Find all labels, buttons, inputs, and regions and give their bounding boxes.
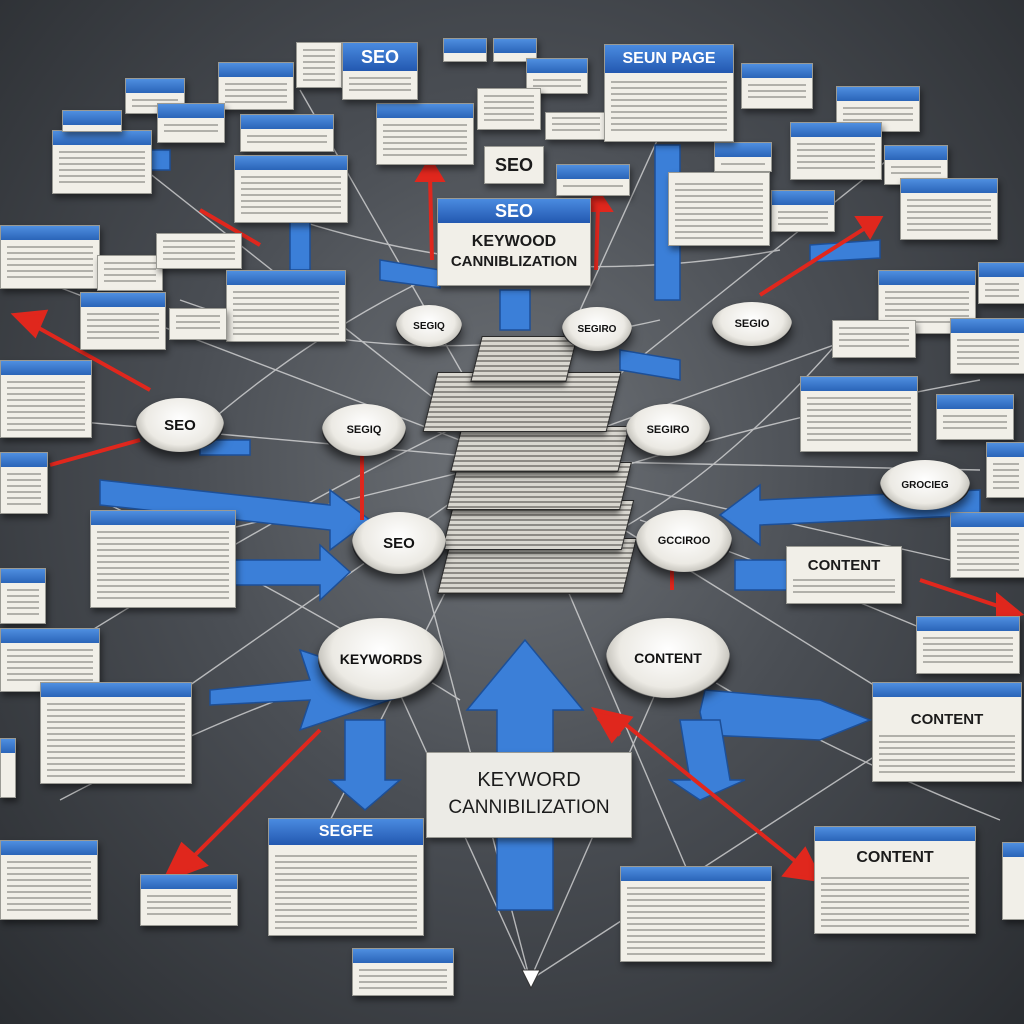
node-c: SEGIO	[712, 302, 792, 346]
document-card	[296, 42, 342, 88]
title-line-2: CANNIBLIZATION	[450, 253, 578, 270]
page-banner-card: SEUN PAGE	[604, 44, 734, 142]
document-card	[668, 172, 770, 246]
document-card	[741, 63, 813, 109]
document-card	[140, 874, 238, 926]
document-card	[950, 318, 1024, 374]
seo-banner: SEO	[343, 43, 417, 71]
content-card: CONTENT	[872, 682, 1022, 782]
document-card	[1002, 842, 1024, 920]
seo-label-card: SEO	[484, 146, 544, 184]
node-seo-left: SEO	[136, 398, 224, 452]
document-card	[950, 512, 1024, 578]
document-card	[226, 270, 346, 342]
document-card	[97, 255, 163, 291]
document-card	[916, 616, 1020, 674]
document-card	[790, 122, 882, 180]
seo-label: SEO	[494, 155, 533, 175]
content-card: CONTENT	[814, 826, 976, 934]
document-card	[832, 320, 916, 358]
paper-stack	[470, 336, 578, 382]
document-card	[0, 628, 100, 692]
document-card	[556, 164, 630, 196]
content-label: CONTENT	[856, 849, 934, 866]
document-card	[545, 112, 607, 140]
document-card	[352, 948, 454, 996]
document-card	[376, 103, 474, 165]
bottom-title-line-2: CANNIBILIZATION	[448, 797, 610, 818]
document-card	[40, 682, 192, 784]
bottom-title-line-1: KEYWORD	[477, 769, 581, 791]
document-card	[477, 88, 541, 130]
document-card	[0, 225, 100, 289]
node-keywords: KEYWORDS	[318, 618, 444, 700]
node-e: SEGIRO	[626, 404, 710, 456]
red-arrows	[10, 156, 1024, 884]
document-card	[156, 233, 242, 269]
paper-stack	[450, 426, 630, 472]
document-card	[90, 510, 236, 608]
document-card	[443, 38, 487, 62]
pointer-icon	[521, 969, 541, 990]
document-card	[80, 292, 166, 350]
document-card	[936, 394, 1014, 440]
document-card	[62, 110, 122, 132]
document-card	[0, 452, 48, 514]
node-content: CONTENT	[606, 618, 730, 698]
node-f: GCCIROO	[636, 510, 732, 572]
document-card	[620, 866, 772, 962]
content-label: CONTENT	[910, 711, 984, 728]
document-card	[714, 142, 772, 172]
seo-card-bottom: SEGFE	[268, 818, 424, 936]
document-card	[0, 738, 16, 798]
document-card	[234, 155, 348, 223]
document-card	[0, 360, 92, 438]
page-banner: SEUN PAGE	[605, 45, 733, 73]
document-card	[52, 130, 152, 194]
document-card	[978, 262, 1024, 304]
title-banner: SEO	[438, 199, 590, 223]
node-a: SEGIQ	[396, 305, 462, 347]
document-card	[800, 376, 918, 452]
seo-card-banner: SEGFE	[269, 819, 423, 845]
document-card	[900, 178, 998, 240]
title-card: SEO KEYWOOD CANNIBLIZATION	[437, 198, 591, 286]
document-card	[878, 270, 976, 334]
node-d: SEGIQ	[322, 404, 406, 456]
document-card	[771, 190, 835, 232]
document-card	[169, 308, 227, 340]
document-card	[218, 62, 294, 110]
document-card	[0, 568, 46, 624]
node-g: GROCIEG	[880, 460, 970, 510]
node-seo-center: SEO	[352, 512, 446, 574]
content-label: CONTENT	[807, 557, 881, 574]
node-b: SEGIRO	[562, 307, 632, 351]
document-card	[240, 114, 334, 152]
document-card	[157, 103, 225, 143]
title-line-1: KEYWOOD	[471, 233, 557, 250]
document-card	[0, 840, 98, 920]
seo-banner-card: SEO	[342, 42, 418, 100]
content-card: CONTENT	[786, 546, 902, 604]
document-card	[526, 58, 588, 94]
bottom-title-card: KEYWORD CANNIBILIZATION	[426, 752, 632, 838]
document-card	[986, 442, 1024, 498]
